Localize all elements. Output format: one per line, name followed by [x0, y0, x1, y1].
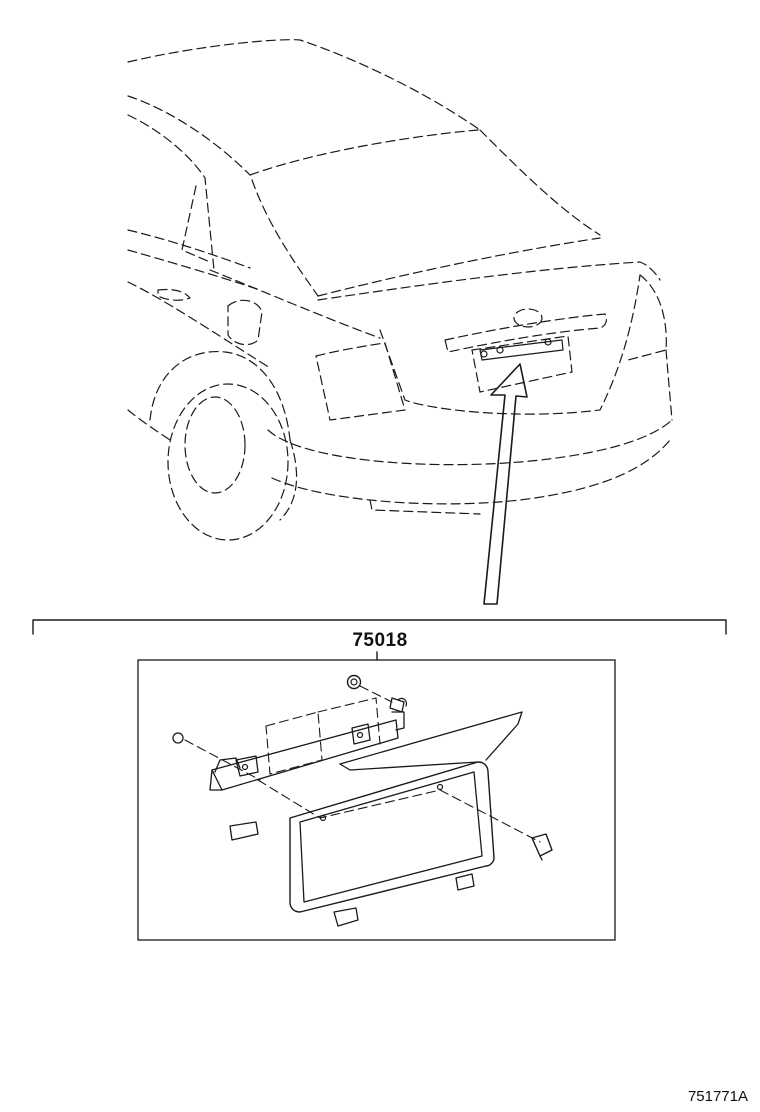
car-rear-icon — [127, 39, 673, 541]
reference-code: 751771A — [687, 1088, 748, 1105]
parts-box — [137, 659, 616, 941]
pad-icon — [333, 907, 359, 927]
clip-icon — [229, 821, 259, 841]
screw-icon — [389, 697, 408, 713]
pad-icon — [455, 873, 475, 891]
grommet-icon — [172, 732, 184, 744]
bolt-icon — [531, 833, 553, 861]
nut-icon — [346, 674, 362, 690]
group-bracket — [32, 619, 727, 661]
part-number-label: 75018 — [352, 630, 408, 651]
license-frame-icon — [289, 711, 523, 913]
license-bracket-icon — [209, 697, 405, 791]
pointer-arrow-icon — [483, 363, 528, 605]
